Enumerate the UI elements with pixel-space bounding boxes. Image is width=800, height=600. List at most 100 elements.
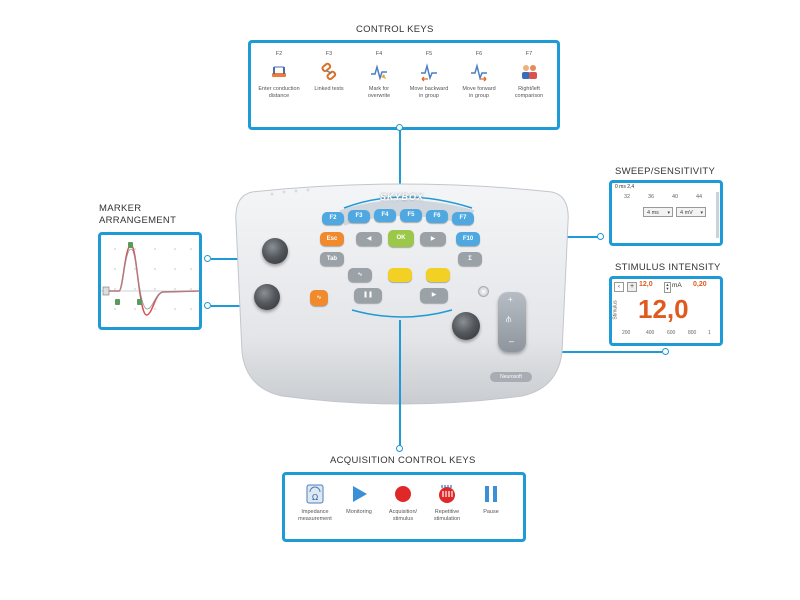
control-key-f6-desc1: Move forward	[462, 86, 496, 92]
marker-arrangement-title-line2: ARRANGEMENT	[99, 215, 177, 226]
device-key-right[interactable]: ▶	[420, 232, 446, 246]
control-key-f5: F5 Move backward in group	[401, 51, 457, 100]
control-key-f4-desc2: overwrite	[367, 93, 391, 99]
record-icon	[395, 486, 411, 502]
sweep-scrollbar[interactable]	[716, 192, 719, 238]
stimulus-value-big: 12,0	[638, 294, 689, 324]
control-key-f7-label: F7	[525, 51, 533, 57]
control-key-f2-desc1: Enter conduction	[258, 86, 300, 92]
acq-key-pause: Pause	[463, 483, 519, 516]
acq-key-acquisition-label2: stimulus	[392, 516, 414, 522]
stimulus-rocker[interactable]: + ⫛ –	[498, 292, 526, 352]
stimulus-connector-dot	[662, 348, 669, 355]
control-keys-connector-dot	[396, 124, 403, 131]
acq-key-impedance: Ω Impedance measurement	[287, 483, 343, 523]
stimulus-stepper[interactable]: ▲▼	[664, 282, 671, 293]
control-key-f5-label: F5	[425, 51, 433, 57]
marker-wave-icon: ∿	[357, 272, 363, 278]
stimulus-tick-400: 400	[646, 330, 655, 336]
minus-icon: –	[509, 336, 515, 346]
stimulus-icon: ⫛	[506, 314, 512, 324]
stimulus-plus-button[interactable]: +	[627, 282, 637, 292]
control-key-f6-desc2: in group	[469, 93, 489, 99]
control-key-f2-label: F2	[275, 51, 283, 57]
chain-link-icon	[321, 62, 337, 81]
pause-icon: ❚❚	[362, 292, 374, 298]
sweep-tick-44: 44	[696, 194, 703, 200]
sweep-select[interactable]: 4 ms ▾	[643, 207, 673, 217]
stimulus-intensity-title: STIMULUS INTENSITY	[615, 262, 721, 273]
acquisition-keys-title: ACQUISITION CONTROL KEYS	[330, 455, 476, 466]
arrow-left-icon: ◀	[366, 236, 372, 242]
acquisition-connector	[399, 320, 401, 448]
sweep-tick-40: 40	[672, 194, 679, 200]
sweep-header: 0 ms 2,4	[615, 184, 635, 190]
device-key-yellow-2[interactable]	[426, 268, 450, 282]
device-key-play[interactable]: ▶	[420, 288, 448, 303]
device-key-f4[interactable]: F4	[374, 209, 396, 222]
acq-key-acquisition: Acquisition/ stimulus	[375, 483, 431, 523]
device-key-esc[interactable]: Esc	[320, 232, 344, 246]
sweep-sensitivity-title: SWEEP/SENSITIVITY	[615, 166, 716, 177]
wave-back-icon	[421, 63, 437, 82]
control-key-f5-desc1: Move backward	[409, 86, 449, 92]
stimulus-intensity-panel: ‹ + 12,0 ▲▼ mA 0,20 Stimulus 12,0 200 40…	[609, 276, 723, 346]
device-key-sigma[interactable]: Σ	[458, 252, 482, 266]
sensitivity-select[interactable]: 4 mV▾	[676, 207, 706, 217]
marker-arrangement-title: MARKER ARRANGEMENT	[99, 203, 176, 227]
marker-connector-dot-1	[204, 255, 211, 262]
repetitive-stim-icon	[439, 485, 455, 503]
device-key-f6[interactable]: F6	[426, 210, 448, 223]
stimulus-value-small: 12,0	[639, 281, 653, 288]
device-key-pause[interactable]: ❚❚	[354, 288, 382, 303]
marker-connector-1	[211, 258, 261, 260]
acq-key-repetitive-label1: Repetitive	[434, 509, 460, 515]
device-knob-top[interactable]	[262, 238, 288, 264]
acq-key-monitoring-label1: Monitoring	[346, 509, 372, 515]
device-key-tab[interactable]: Tab	[320, 252, 344, 266]
control-key-f7-desc2: comparison	[514, 93, 544, 99]
acq-key-repetitive-label2: stimulation	[433, 516, 461, 522]
device-key-f5[interactable]: F5	[400, 209, 422, 222]
skybox-device: SKYBOX F2 F3 F4 F5 F6 F7 Esc ◀ OK ▶ F10 …	[232, 182, 572, 412]
device-key-marker[interactable]: ∿	[348, 268, 372, 282]
device-key-wave-orange[interactable]: ∿	[310, 290, 328, 306]
device-key-f2[interactable]: F2	[322, 212, 344, 225]
sweep-select-value: 4 ms	[647, 210, 659, 216]
device-key-f3[interactable]: F3	[348, 210, 370, 223]
acq-key-impedance-label2: measurement	[298, 516, 332, 522]
control-key-f7: F7 Right/left comparison	[501, 51, 557, 100]
wave-icon: ∿	[316, 295, 322, 301]
device-key-left[interactable]: ◀	[356, 232, 382, 246]
people-compare-icon	[522, 65, 537, 79]
control-keys-connector	[399, 127, 401, 187]
arrow-right-icon: ▶	[430, 236, 436, 242]
acq-key-monitoring: Monitoring	[331, 483, 387, 516]
device-key-f7[interactable]: F7	[452, 212, 474, 225]
stimulus-back-button[interactable]: ‹	[614, 282, 624, 292]
device-knob-stimulus[interactable]	[452, 312, 480, 340]
chevron-down-icon: ▾	[667, 210, 670, 216]
pause-icon	[485, 486, 497, 502]
sweep-tick-32: 32	[624, 194, 631, 200]
control-key-f3: F3 Linked tests	[301, 51, 357, 93]
device-knob-bottom[interactable]	[254, 284, 280, 310]
control-key-f6: F6 Move forward in group	[451, 51, 507, 100]
device-maker-label: Neurosoft	[500, 374, 522, 380]
control-keys-title: CONTROL KEYS	[356, 24, 434, 35]
device-key-yellow-1[interactable]	[388, 268, 412, 282]
svg-text:Ω: Ω	[312, 493, 318, 502]
acq-key-pause-label1: Pause	[483, 509, 499, 515]
sweep-tick-36: 36	[648, 194, 655, 200]
sweep-connector-dot	[597, 233, 604, 240]
marker-connector-dot-2	[204, 302, 211, 309]
control-key-f6-label: F6	[475, 51, 483, 57]
acquisition-keys-panel: Ω Impedance measurement Monitoring Acqui…	[282, 472, 526, 542]
control-key-f2-desc2: distance	[268, 93, 290, 99]
device-key-ok[interactable]: OK	[388, 230, 414, 247]
stimulus-value-alt: 0,20	[693, 281, 707, 288]
control-key-f7-desc1: Right/left	[518, 86, 540, 92]
play-icon: ▶	[431, 292, 437, 298]
device-key-f10[interactable]: F10	[456, 232, 480, 246]
control-key-f3-desc1: Linked tests	[314, 86, 344, 92]
